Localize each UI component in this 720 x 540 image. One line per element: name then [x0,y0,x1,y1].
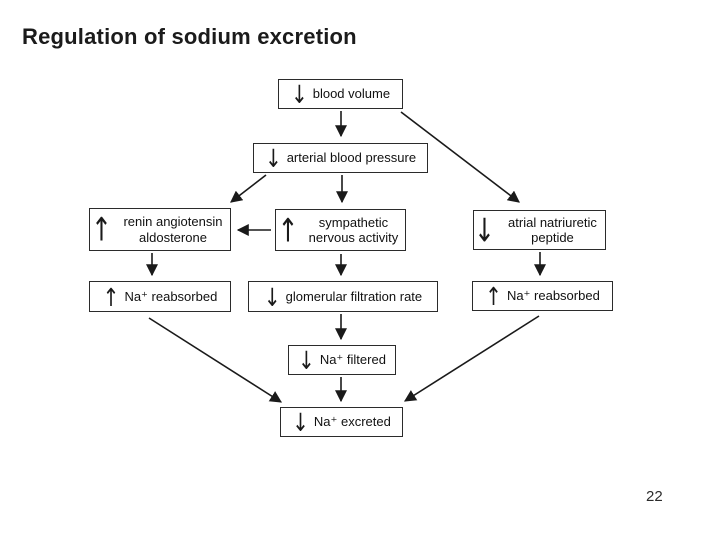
edge-na-reabsorbed-right-to-na-excreted [403,315,540,402]
edge-na-reabsorbed-left-to-na-excreted [148,317,283,403]
decrease-arrow-icon: ↓ [298,345,315,375]
node-glomerular-filtration-rate: ↓ glomerular filtration rate [248,281,438,312]
node-atrial-natriuretic-peptide: ↓ atrial natriuretic peptide [473,210,606,250]
edge-arterial-blood-pressure-to-renin [230,174,267,203]
node-label: blood volume [312,86,391,102]
increase-arrow-icon: ↑ [91,210,112,249]
node-blood-volume: ↓ blood volume [278,79,403,109]
node-label: Na⁺ filtered [319,352,386,368]
increase-arrow-icon: ↑ [277,211,299,249]
node-arterial-blood-pressure: ↓ arterial blood pressure [253,143,428,173]
page-title: Regulation of sodium excretion [22,24,357,49]
node-renin-angiotensin-aldosterone: ↑ renin angiotensin aldosterone [89,208,231,251]
node-na-excreted: ↓ Na⁺ excreted [280,407,403,437]
node-label: renin angiotensin aldosterone [123,214,223,245]
decrease-arrow-icon: ↓ [264,143,282,173]
node-label: glomerular filtration rate [285,288,423,304]
decrease-arrow-icon: ↓ [263,281,281,312]
node-label: Na⁺ reabsorbed [506,288,600,304]
node-sympathetic-nervous-activity: ↑ sympathetic nervous activity [275,209,406,251]
node-label: Na⁺ reabsorbed [124,288,218,304]
node-na-reabsorbed-left: ↑ Na⁺ reabsorbed [89,281,231,312]
edge-blood-volume-to-atrial-natriuretic-peptide [400,111,520,203]
decrease-arrow-icon: ↓ [290,79,308,109]
increase-arrow-icon: ↑ [485,281,502,311]
page-number: 22 [646,488,663,505]
node-na-filtered: ↓ Na⁺ filtered [288,345,396,375]
node-label: sympathetic nervous activity [308,214,399,245]
node-label: Na⁺ excreted [313,414,391,430]
increase-arrow-icon: ↑ [102,281,120,312]
node-na-reabsorbed-right: ↑ Na⁺ reabsorbed [472,281,613,311]
node-label: atrial natriuretic peptide [508,214,597,245]
decrease-arrow-icon: ↓ [474,211,495,249]
node-label: arterial blood pressure [286,150,417,166]
decrease-arrow-icon: ↓ [292,407,309,437]
